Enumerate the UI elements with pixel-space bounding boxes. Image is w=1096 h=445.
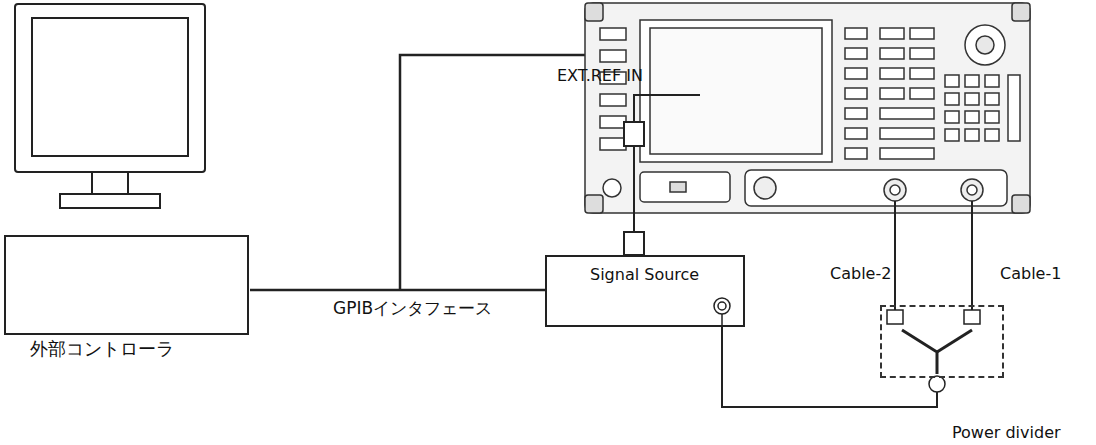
divider-symbol xyxy=(902,330,972,374)
controller-node: 外部コントローラ xyxy=(5,0,250,372)
output-port xyxy=(714,298,730,325)
pc-illustration xyxy=(5,4,248,334)
part-label: Cable-2 xyxy=(830,264,891,283)
divider-ports xyxy=(887,310,980,392)
edge-label: GPIBインタフェース xyxy=(333,298,492,318)
part-label: EXT.REF IN xyxy=(557,66,643,85)
node-text: Signal Source xyxy=(590,265,699,284)
divider-box: Power divider xyxy=(880,305,1004,378)
rf-cables xyxy=(895,201,972,310)
node-text: 外部コントローラ xyxy=(30,338,174,360)
gpib-line xyxy=(250,289,545,292)
ref-cable xyxy=(624,95,700,255)
signal-source-box: Signal Source xyxy=(545,255,745,327)
part-label: Cable-1 xyxy=(1000,264,1061,283)
node-text: Power divider xyxy=(952,423,1061,442)
signal-analyzer xyxy=(585,3,1030,213)
rf-cable xyxy=(722,327,937,407)
